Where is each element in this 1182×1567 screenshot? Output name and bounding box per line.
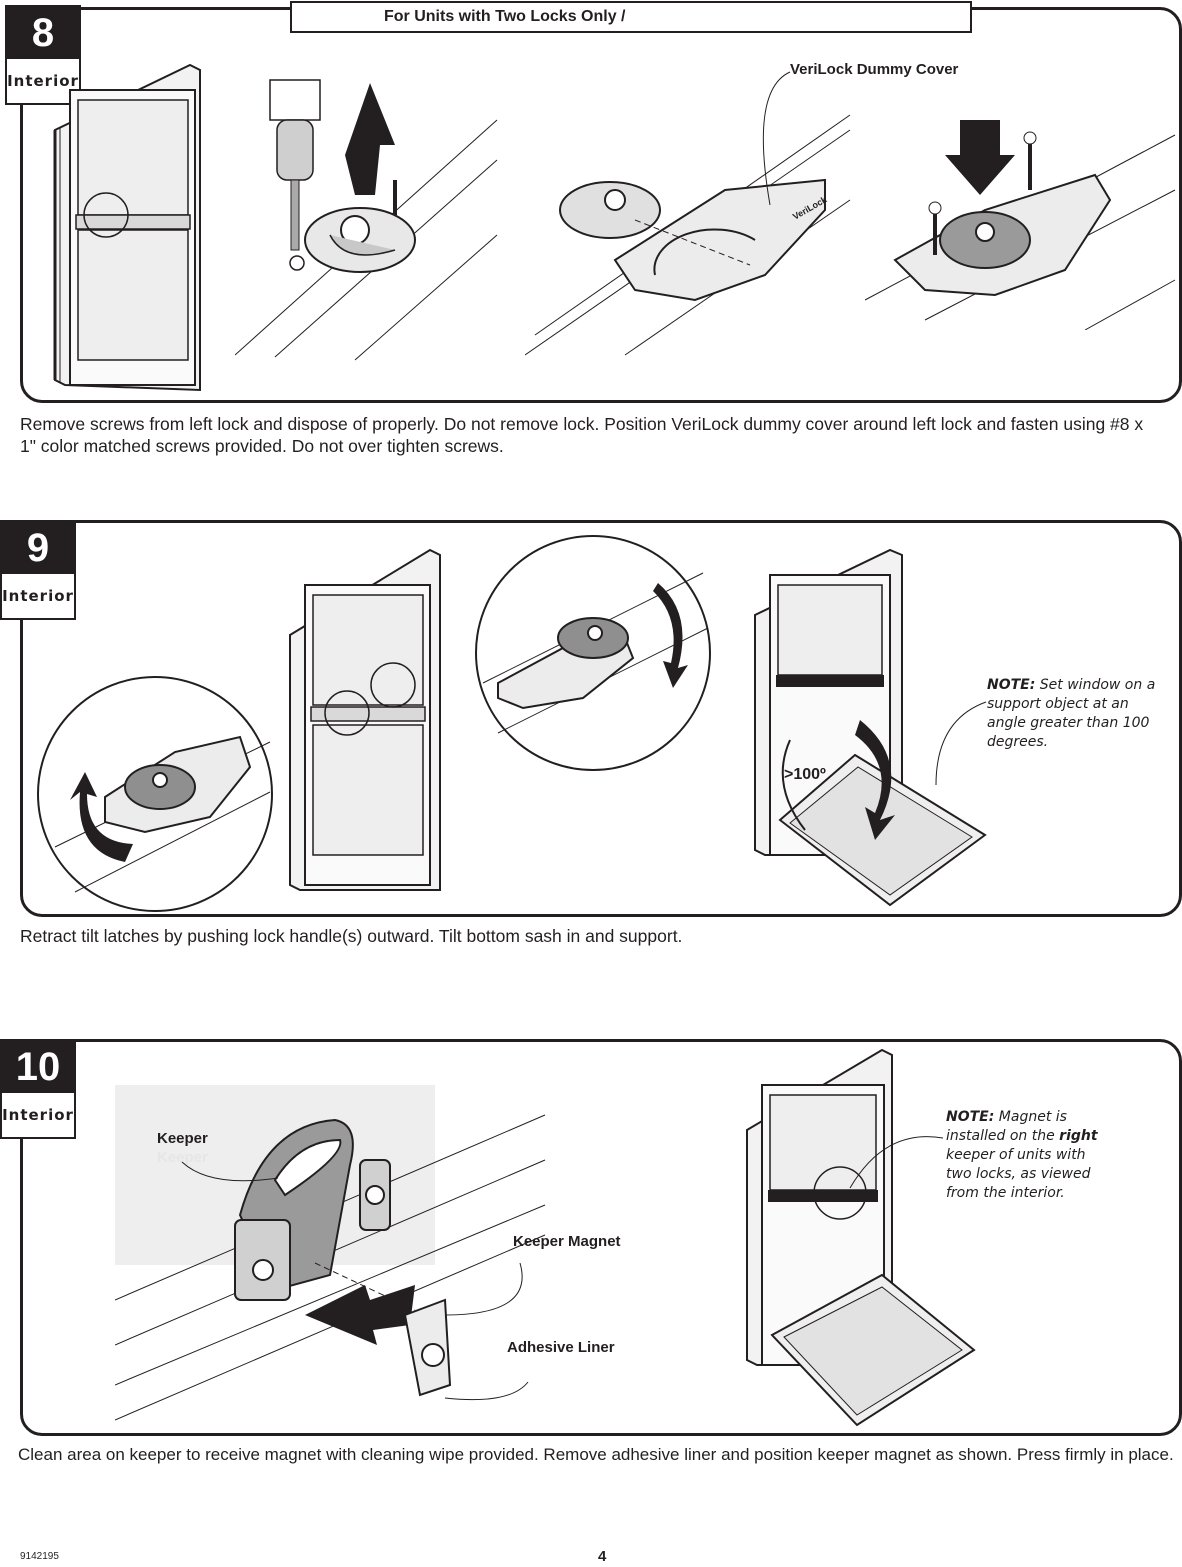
- lock-detail-circle-left: [37, 676, 273, 912]
- step-8-caption: Remove screws from left lock and dispose…: [20, 414, 1144, 456]
- screw-removal-illustration: [235, 79, 498, 361]
- step-number: 9: [2, 522, 74, 574]
- adhesive-liner-leader: [444, 1381, 529, 1401]
- step-location-label: Interior: [2, 1106, 74, 1124]
- dummy-cover-leader: [762, 71, 791, 206]
- tilted-window-magnet-illustration: [746, 1048, 976, 1427]
- step-8-badge: 8 Interior: [5, 5, 81, 105]
- two-locks-banner: For Units with Two Locks Only /: [290, 1, 972, 33]
- note-lead: NOTE:: [987, 677, 1036, 693]
- angle-label: >100º: [784, 766, 826, 783]
- step-number: 8: [7, 7, 79, 59]
- step-10-badge: 10 Interior: [0, 1039, 76, 1139]
- window-two-locks-illustration: [289, 548, 441, 891]
- tilted-sash-illustration: [754, 548, 987, 907]
- keeper-magnet-callout: Keeper Magnet: [513, 1233, 621, 1250]
- dummy-cover-illustration: VeriLock: [525, 114, 851, 356]
- step-number: 10: [2, 1041, 74, 1093]
- keeper-callout-ghost: Keeper: [157, 1149, 208, 1166]
- keeper-magnet-illustration: [115, 1085, 546, 1421]
- note-text-before: Magnet is installed on the: [946, 1109, 1067, 1144]
- dummy-cover-callout: VeriLock Dummy Cover: [790, 61, 959, 78]
- adhesive-liner-callout: Adhesive Liner: [507, 1339, 615, 1356]
- window-illustration: [53, 63, 201, 392]
- keeper-callout: Keeper: [157, 1130, 208, 1147]
- keeper-leader: [181, 1161, 279, 1182]
- step-10-note-leader: [849, 1136, 944, 1189]
- step-9-note-leader: [935, 701, 987, 786]
- note-emphasis: right: [1059, 1128, 1098, 1144]
- step-10-note: NOTE: Magnet is installed on the right k…: [946, 1108, 1111, 1203]
- step-location-label: Interior: [2, 587, 74, 605]
- installed-cover-illustration: [865, 120, 1176, 330]
- document-code: 9142195: [20, 1551, 59, 1562]
- keeper-magnet-leader: [444, 1262, 523, 1316]
- step-9-badge: 9 Interior: [0, 520, 76, 620]
- step-10-caption: Clean area on keeper to receive magnet w…: [18, 1445, 1174, 1464]
- step-9-note: NOTE: Set window on a support object at …: [987, 676, 1162, 752]
- note-text-after: keeper of units with two locks, as viewe…: [946, 1147, 1091, 1201]
- lock-detail-circle-top: [475, 535, 711, 771]
- page-number: 4: [598, 1548, 607, 1565]
- step-9-caption: Retract tilt latches by pushing lock han…: [20, 926, 683, 946]
- step-location-label: Interior: [7, 72, 79, 90]
- note-lead: NOTE:: [946, 1109, 995, 1125]
- note-text: Set window on a support object at an ang…: [987, 677, 1156, 750]
